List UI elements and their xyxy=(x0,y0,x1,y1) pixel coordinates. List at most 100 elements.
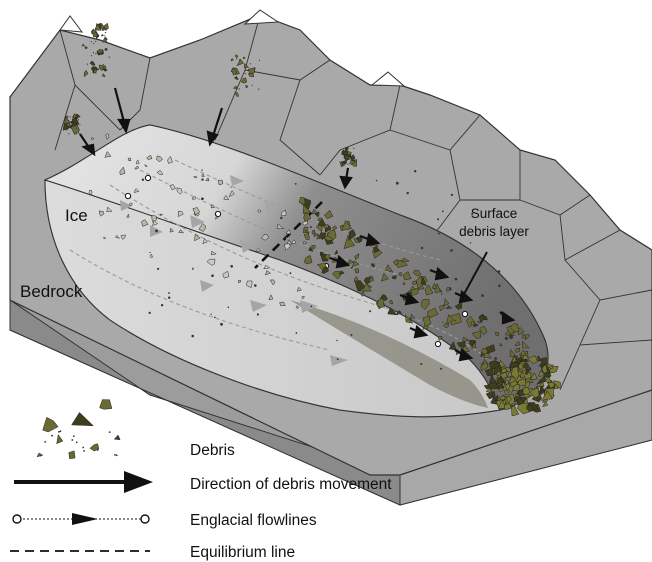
debris-fragment xyxy=(268,294,274,301)
debris-fragment xyxy=(514,347,521,353)
debris-speck xyxy=(450,307,452,309)
debris-fragment xyxy=(505,395,512,404)
debris-speck xyxy=(115,454,118,457)
debris-fragment xyxy=(301,220,308,226)
debris-speck xyxy=(85,46,87,49)
debris-fragment xyxy=(98,210,105,217)
arrow-icon xyxy=(206,107,224,147)
debris-fragment xyxy=(496,376,505,386)
debris-speck xyxy=(66,126,68,128)
debris-fragment xyxy=(313,232,320,238)
debris-speck xyxy=(95,72,97,74)
debris-fragment xyxy=(206,258,216,266)
debris-fragment xyxy=(303,232,310,240)
debris-fragment xyxy=(376,297,385,308)
legend-flowlines-label: Englacial flowlines xyxy=(190,512,317,529)
debris-fragment xyxy=(88,189,93,196)
debris-fragment xyxy=(101,73,106,77)
debris-fragment xyxy=(321,267,330,274)
debris-fragment xyxy=(347,259,355,265)
debris-fragment xyxy=(445,314,454,326)
debris-fragment xyxy=(149,253,153,259)
debris-fragment xyxy=(298,196,306,206)
debris-speck xyxy=(441,210,444,213)
debris-speck xyxy=(75,133,78,135)
debris-speck xyxy=(90,55,93,57)
debris-fragment xyxy=(329,239,333,245)
debris-fragment xyxy=(444,298,450,307)
debris-fragment xyxy=(135,159,140,165)
debris-fragment xyxy=(295,305,300,310)
debris-speck xyxy=(420,363,423,365)
debris-speck xyxy=(242,78,244,80)
debris-fragment xyxy=(494,332,499,336)
debris-speck xyxy=(454,277,458,281)
debris-fragment xyxy=(169,227,174,233)
debris-speck xyxy=(454,319,456,322)
debris-speck xyxy=(353,147,355,149)
debris-speck xyxy=(79,124,81,126)
debris-fragment xyxy=(310,208,318,215)
label-ice: Ice xyxy=(65,206,88,225)
debris-fragment xyxy=(522,387,530,395)
debris-fragment xyxy=(439,304,445,312)
debris-fragment xyxy=(65,123,71,127)
debris-fragment xyxy=(438,335,443,341)
debris-fragment xyxy=(456,341,466,348)
debris-fragment xyxy=(509,348,517,357)
debris-speck xyxy=(342,152,344,154)
debris-speck xyxy=(497,270,501,273)
debris-speck xyxy=(82,446,85,449)
debris-fragment xyxy=(480,361,489,372)
debris-fragment xyxy=(243,62,250,68)
arrow-icon xyxy=(113,87,131,134)
debris-fragment xyxy=(71,117,78,125)
debris-fragment xyxy=(70,124,81,136)
debris-fragment xyxy=(522,340,530,349)
debris-speck xyxy=(437,218,440,221)
debris-speck xyxy=(256,313,259,316)
debris-speck xyxy=(215,214,218,217)
debris-fragment xyxy=(341,219,353,232)
debris-speck xyxy=(59,430,62,433)
debris-fragment xyxy=(544,376,552,384)
debris-fragment xyxy=(351,260,360,268)
debris-speck xyxy=(78,132,80,135)
debris-fragment xyxy=(510,361,517,368)
debris-fragment xyxy=(236,58,244,67)
debris-speck xyxy=(211,274,214,278)
debris-fragment xyxy=(396,310,402,315)
debris-speck xyxy=(39,454,42,457)
debris-fragment xyxy=(526,404,535,413)
debris-fragment xyxy=(468,339,475,347)
label-surface-debris-2: debris layer xyxy=(459,224,529,239)
debris-fragment xyxy=(146,154,153,160)
debris-fragment xyxy=(133,188,140,193)
debris-fragment xyxy=(415,275,423,290)
debris-fragment xyxy=(483,385,491,390)
debris-speck xyxy=(75,441,78,444)
debris-fragment xyxy=(89,60,96,66)
debris-speck xyxy=(96,449,99,451)
debris-fragment xyxy=(100,22,108,31)
debris-fragment xyxy=(134,166,139,170)
debris-speck xyxy=(220,322,223,326)
label-bedrock: Bedrock xyxy=(20,282,83,301)
debris-fragment xyxy=(499,342,503,346)
debris-speck xyxy=(369,310,372,313)
debris-fragment xyxy=(481,347,489,355)
snow-cap-icon xyxy=(59,15,84,33)
debris-fragment xyxy=(410,285,416,291)
debris-fragment xyxy=(222,270,230,279)
debris-fragment xyxy=(302,204,311,214)
debris-fragment xyxy=(284,243,291,251)
debris-fragment xyxy=(237,280,242,284)
debris-fragment xyxy=(402,271,412,280)
debris-fragment xyxy=(512,383,520,392)
debris-fragment xyxy=(285,229,292,235)
debris-fragment xyxy=(323,209,334,219)
debris-fragment xyxy=(65,115,69,119)
debris-fragment xyxy=(102,37,108,43)
debris-fragment xyxy=(99,399,113,410)
